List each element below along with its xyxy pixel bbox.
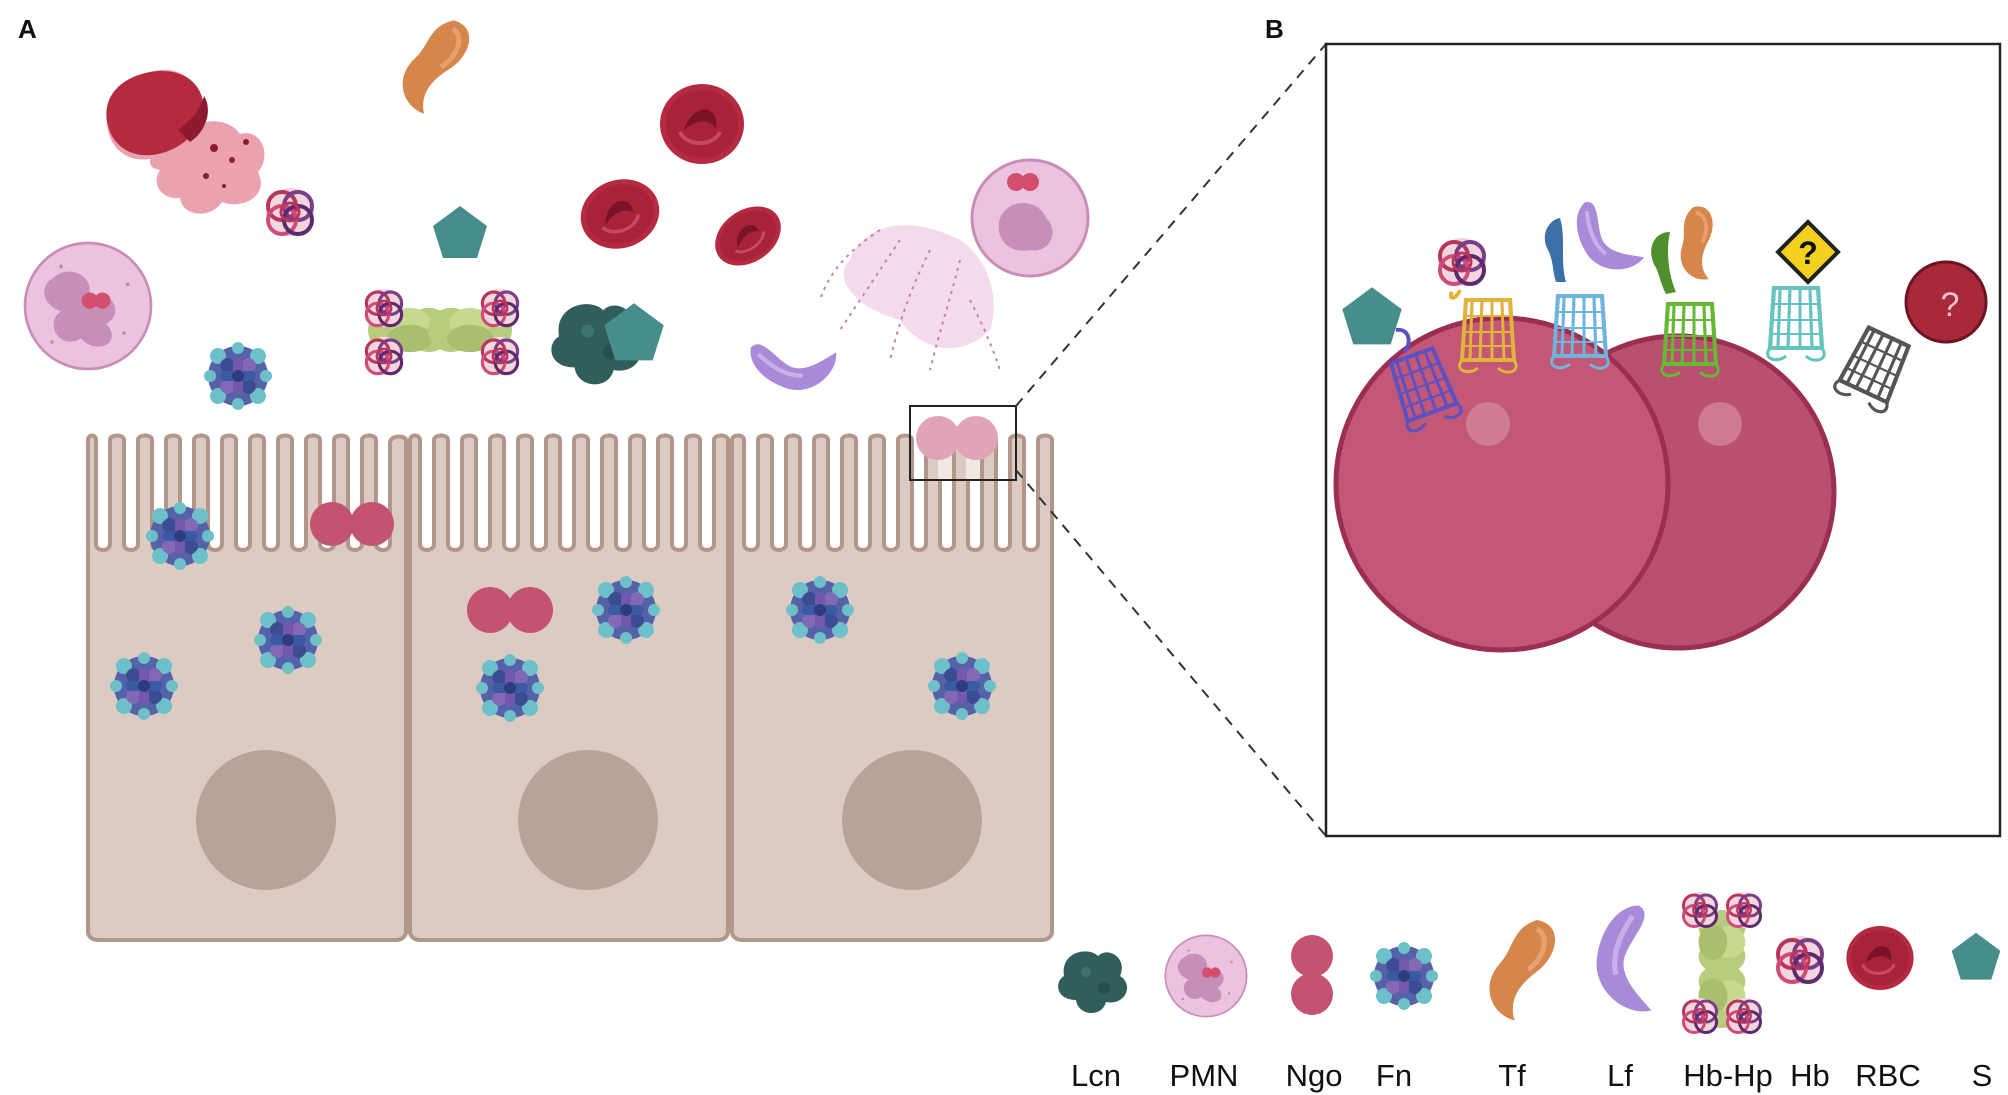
legend-label-tf: Tf bbox=[1498, 1058, 1526, 1093]
intracellular-fn bbox=[476, 654, 544, 722]
intracellular-fn bbox=[786, 576, 854, 644]
free-s bbox=[433, 206, 487, 258]
panel-b: ? ? bbox=[1324, 42, 2002, 838]
epithelial-cell bbox=[408, 433, 730, 942]
legend-label-hbhp: Hb-Hp bbox=[1683, 1058, 1773, 1093]
free-lf bbox=[745, 338, 837, 397]
pmn-net bbox=[819, 158, 1090, 371]
ligand-hb bbox=[1436, 236, 1488, 288]
nucleus bbox=[196, 750, 336, 890]
legend-icon-s bbox=[1951, 932, 2001, 980]
legend-label-pmn: PMN bbox=[1170, 1058, 1239, 1093]
ngo-diplococcus bbox=[310, 502, 394, 546]
legend: Lcn PMN Ngo Fn Tf Lf Hb-Hp Hb RBC S bbox=[1058, 890, 2001, 1093]
free-rbc bbox=[658, 82, 746, 166]
intracellular-fn bbox=[146, 502, 214, 570]
zoom-box bbox=[909, 405, 1017, 481]
panel-label-b: B bbox=[1265, 14, 1284, 44]
legend-icon-ngo bbox=[1291, 935, 1333, 1015]
legend-icon-lf bbox=[1597, 906, 1652, 1012]
unknown-mark: ? bbox=[1941, 286, 1960, 324]
free-rbc bbox=[568, 166, 672, 262]
nucleus bbox=[842, 750, 982, 890]
receptor-plug-green bbox=[1651, 232, 1676, 294]
zoom-line bbox=[1015, 469, 1327, 837]
pmn-cell bbox=[23, 241, 153, 371]
intracellular-fn bbox=[110, 652, 178, 720]
zoom-line bbox=[1015, 43, 1327, 407]
panel-label-a: A bbox=[18, 14, 37, 44]
free-tf bbox=[394, 11, 475, 120]
legend-labels: Lcn PMN Ngo Fn Tf Lf Hb-Hp Hb RBC S bbox=[1071, 1058, 1992, 1093]
ngo-diplococcus bbox=[467, 587, 553, 633]
nucleus bbox=[518, 750, 658, 890]
receptor-plug-blue bbox=[1544, 218, 1566, 282]
legend-icon-lcn bbox=[1058, 951, 1128, 1014]
legend-icon-tf bbox=[1482, 912, 1560, 1025]
panel-a bbox=[23, 11, 1327, 942]
legend-label-fn: Fn bbox=[1376, 1058, 1412, 1093]
free-fn bbox=[204, 342, 272, 410]
legend-label-s: S bbox=[1972, 1058, 1993, 1093]
legend-label-lf: Lf bbox=[1607, 1058, 1633, 1093]
legend-icon-hb bbox=[1774, 934, 1826, 986]
free-hb-hp-complex bbox=[363, 287, 521, 377]
legend-label-rbc: RBC bbox=[1855, 1058, 1920, 1093]
epithelial-cell bbox=[730, 433, 1054, 942]
unknown-mark: ? bbox=[1798, 235, 1818, 271]
legend-label-hb: Hb bbox=[1790, 1058, 1830, 1093]
legend-icon-pmn bbox=[1164, 934, 1248, 1018]
lysing-rbc bbox=[106, 69, 265, 214]
unknown-ligand-diamond: ? bbox=[1775, 219, 1841, 285]
legend-label-ngo: Ngo bbox=[1286, 1058, 1343, 1093]
unknown-ligand-circle: ? bbox=[1904, 260, 1988, 344]
legend-icon-rbc bbox=[1844, 924, 1916, 992]
free-hb bbox=[264, 186, 316, 238]
legend-icon-fn bbox=[1370, 942, 1438, 1010]
legend-label-lcn: Lcn bbox=[1071, 1058, 1121, 1093]
free-rbc bbox=[702, 192, 794, 280]
attached-ngo bbox=[916, 416, 998, 480]
legend-icon-hb-hp bbox=[1680, 890, 1764, 1036]
intracellular-fn bbox=[592, 576, 660, 644]
epithelial-layer bbox=[86, 433, 1054, 942]
intracellular-fn bbox=[928, 652, 996, 720]
intracellular-fn bbox=[254, 606, 322, 674]
